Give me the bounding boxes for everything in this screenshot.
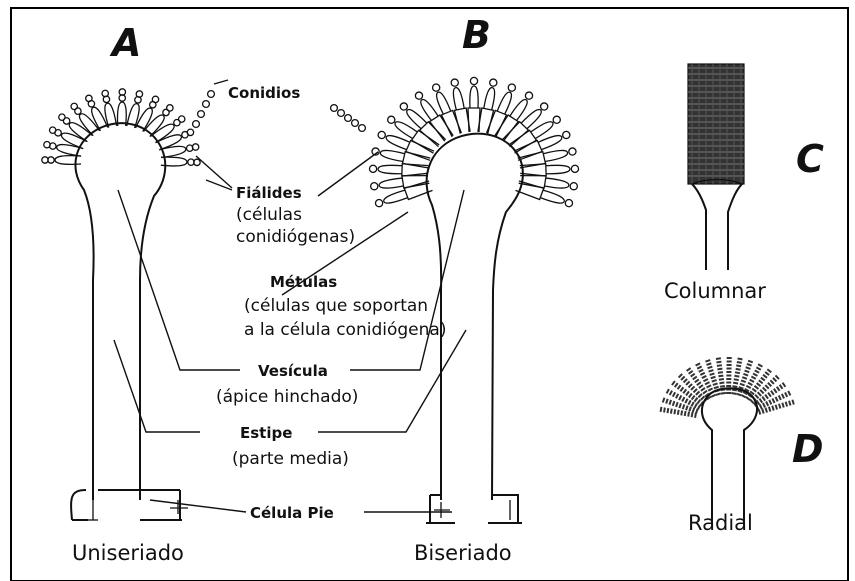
label-fialides: Fiálides bbox=[236, 184, 302, 202]
label-vesicula: Vesícula bbox=[258, 362, 328, 380]
label-estipe: Estipe bbox=[240, 424, 292, 442]
label-fialides-sub2: conidiógenas) bbox=[236, 227, 355, 247]
conidial-column bbox=[688, 64, 744, 184]
panel-label-b: B bbox=[462, 13, 491, 57]
panel-label-c: C bbox=[796, 137, 824, 181]
panel-label-d: D bbox=[792, 427, 824, 471]
label-celula-pie: Célula Pie bbox=[250, 504, 334, 522]
label-metulas-sub2: a la célula conidiógena) bbox=[244, 320, 446, 340]
caption-columnar: Columnar bbox=[664, 279, 766, 303]
label-estipe-sub: (parte media) bbox=[232, 449, 349, 469]
label-metulas: Métulas bbox=[270, 273, 337, 291]
caption-radial: Radial bbox=[688, 511, 753, 535]
caption-biseriado: Biseriado bbox=[414, 541, 512, 565]
label-conidios: Conidios bbox=[228, 84, 300, 102]
panel-label-a: A bbox=[109, 21, 141, 65]
label-vesicula-sub: (ápice hinchado) bbox=[216, 387, 358, 407]
label-metulas-sub1: (células que soportan bbox=[244, 296, 428, 316]
caption-uniseriado: Uniseriado bbox=[72, 541, 184, 565]
label-fialides-sub1: (células bbox=[236, 205, 302, 225]
